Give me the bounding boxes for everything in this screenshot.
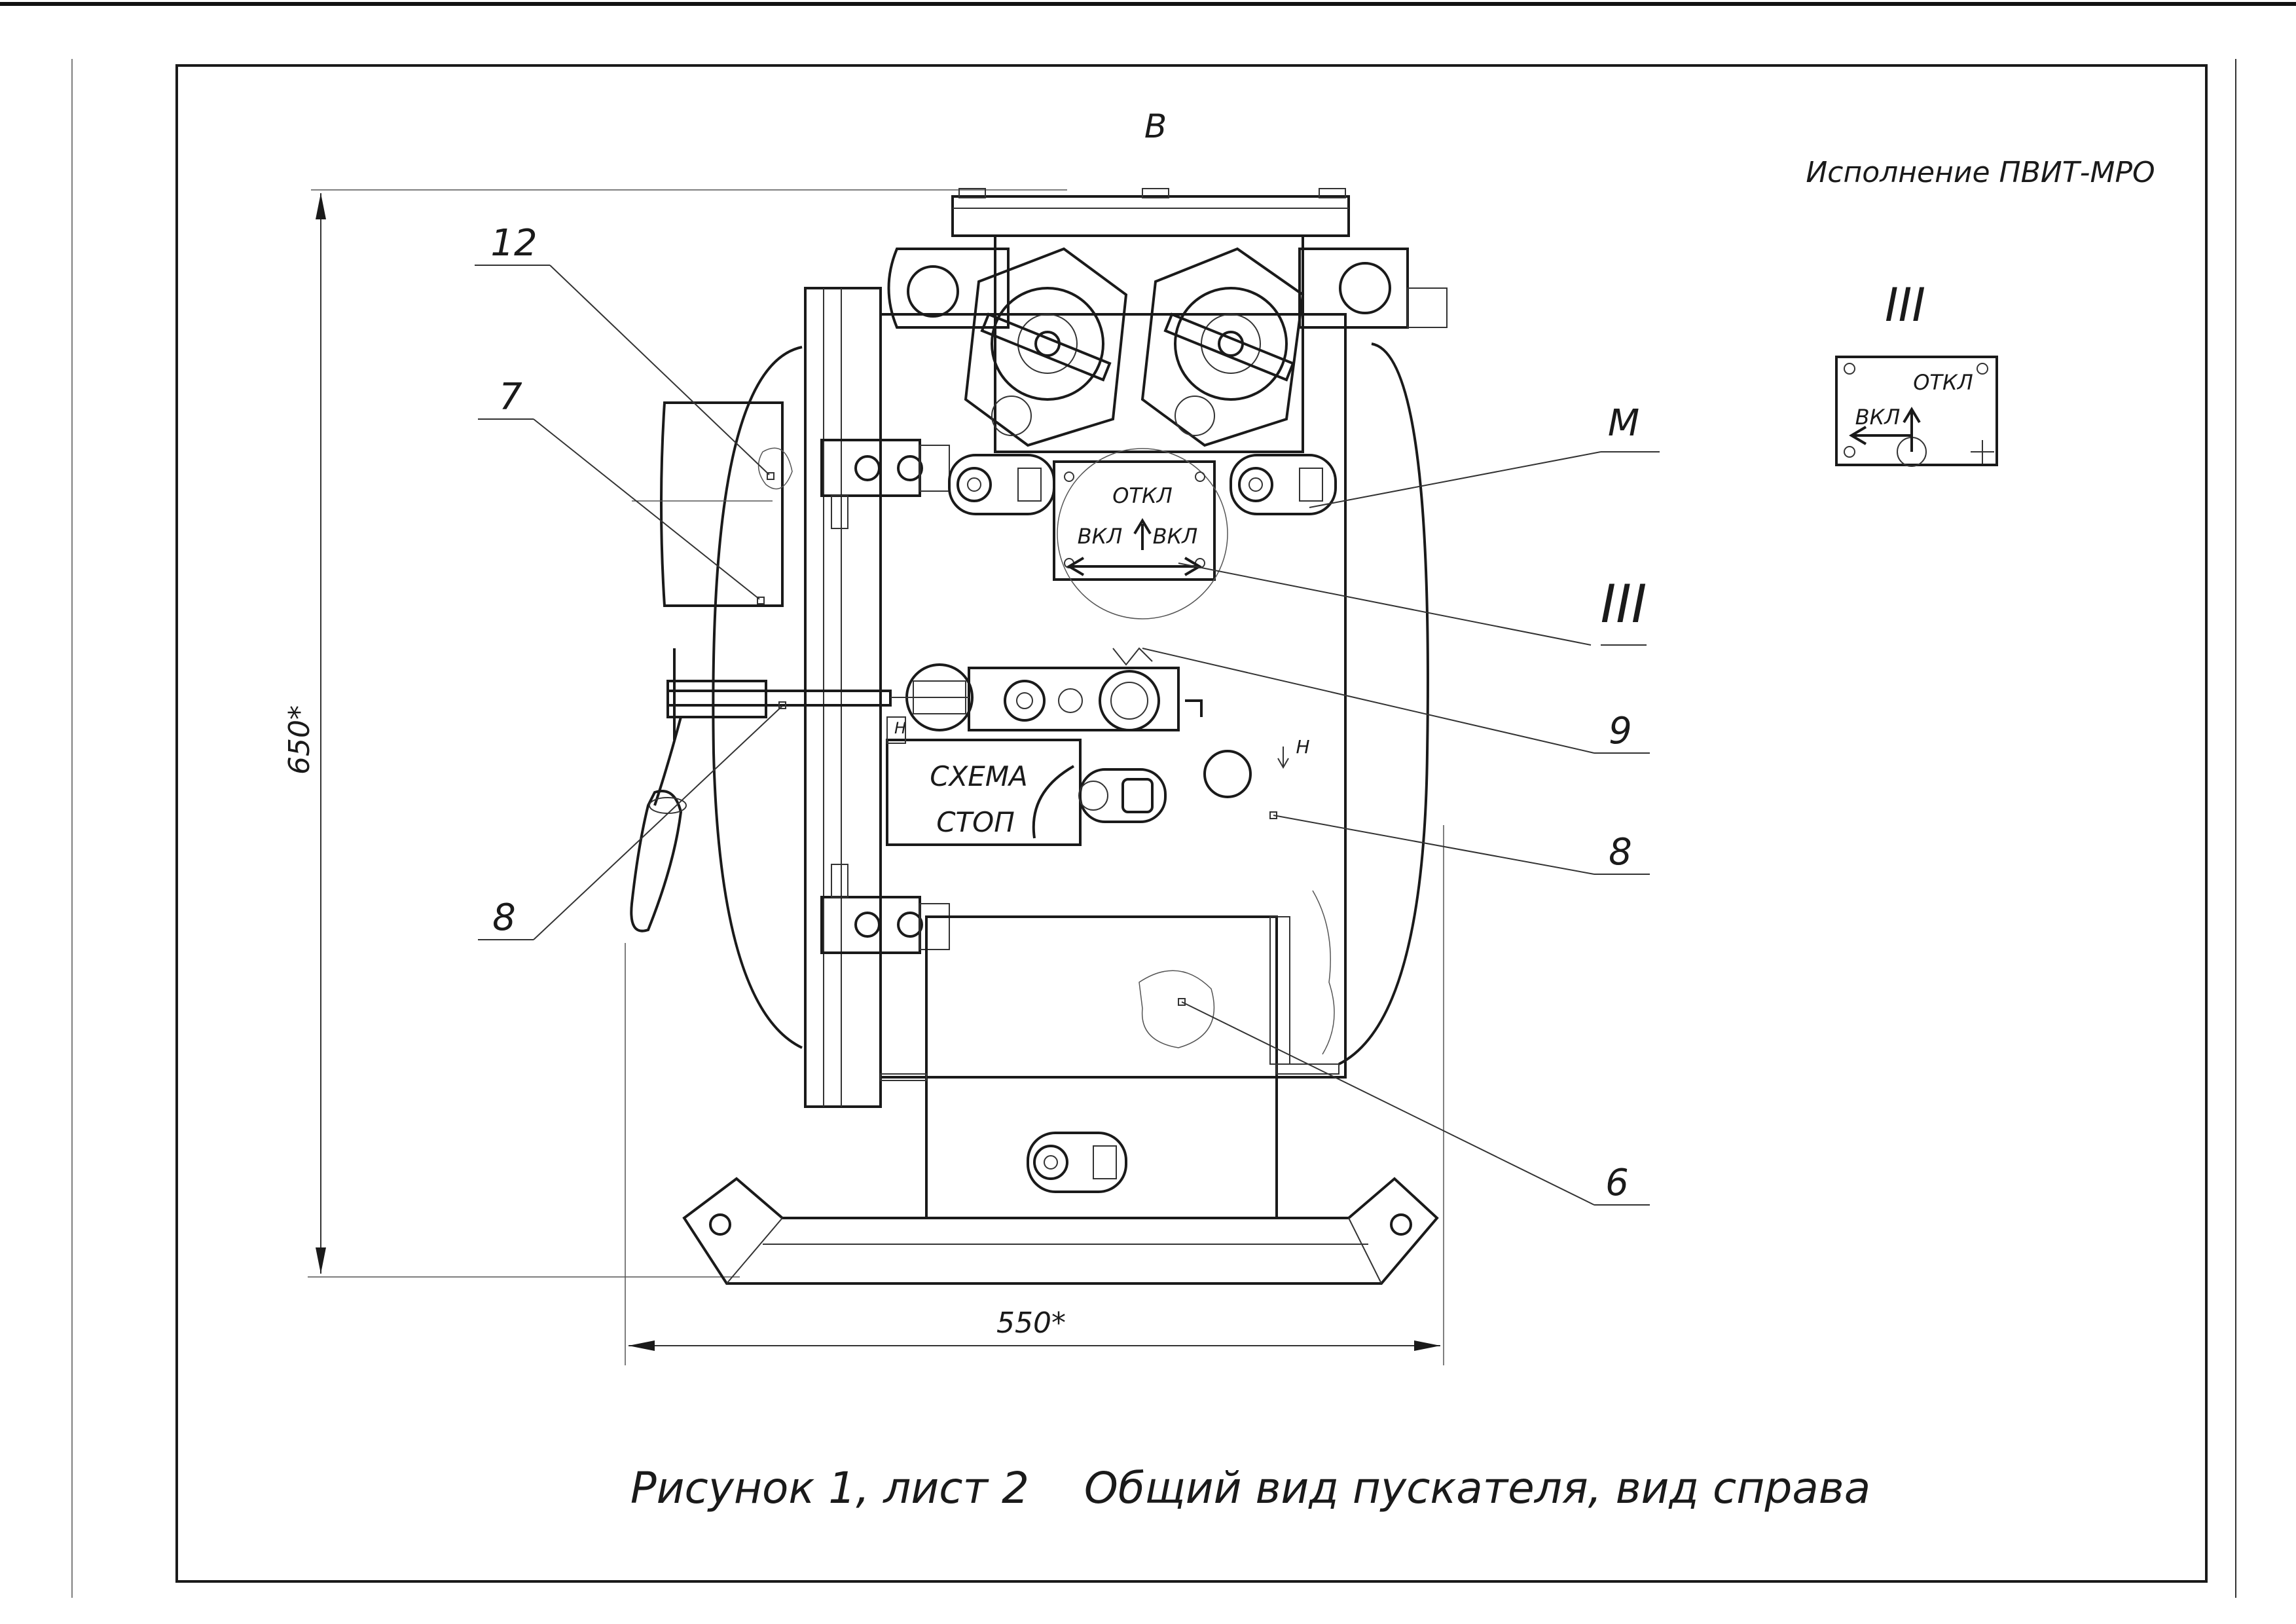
cam-switch-left: [964, 247, 1128, 447]
starter-body: ОТКЛ ВКЛ ВКЛ: [630, 188, 1448, 1285]
lever-mechanism: [890, 647, 1203, 731]
inset-section-mark: III: [1885, 278, 1925, 332]
base-frame: [682, 1177, 1439, 1285]
leader-label-6: 6: [1605, 1162, 1629, 1204]
leader-label-9: 9: [1609, 710, 1632, 752]
view-letter: В: [1144, 107, 1167, 145]
inset-switch-plate: ОТКЛ ВКЛ: [1835, 356, 1998, 467]
leader-lines: [475, 265, 1660, 1206]
scheme-stop-plate: СХЕМА СТОП Н Н: [886, 716, 1310, 846]
clamp-right: [1230, 454, 1337, 515]
inset-label-off: ОТКЛ: [1913, 370, 1973, 395]
switch-label-plate: ОТКЛ ВКЛ ВКЛ: [1053, 448, 1228, 619]
height-dimension-value: 650*: [283, 705, 316, 775]
scheme-label: СХЕМА: [930, 760, 1028, 792]
leader-label-8-right: 8: [1609, 831, 1632, 874]
plate-label-on-left: ВКЛ: [1078, 524, 1123, 549]
leader-label-7: 7: [499, 376, 522, 418]
clamp-bottom: [1027, 1132, 1127, 1193]
plate-label-off: ОТКЛ: [1112, 483, 1173, 508]
section-mark-right: III: [1601, 574, 1647, 635]
figure-caption: Рисунок 1, лист 2 Общий вид пускателя, в…: [630, 1463, 1870, 1513]
mark-h-left: Н: [894, 719, 906, 737]
drawing-frame: [175, 64, 2208, 1583]
width-dimension: 550*: [625, 825, 1444, 1365]
leader-label-12: 12: [490, 222, 537, 265]
plate-label-on-right: ВКЛ: [1153, 524, 1198, 549]
inset-label-on: ВКЛ: [1855, 405, 1901, 430]
leader-label-8-left: 8: [492, 896, 516, 939]
height-dimension: 650*: [283, 189, 1067, 1278]
stop-label: СТОП: [936, 806, 1015, 838]
cam-switch-right: [1140, 247, 1305, 447]
mark-h-right: Н: [1296, 736, 1309, 758]
leader-label-m: М: [1608, 402, 1639, 445]
width-dimension-value: 550*: [996, 1306, 1066, 1340]
variant-title: Исполнение ПВИТ-МРО: [1806, 156, 2155, 189]
